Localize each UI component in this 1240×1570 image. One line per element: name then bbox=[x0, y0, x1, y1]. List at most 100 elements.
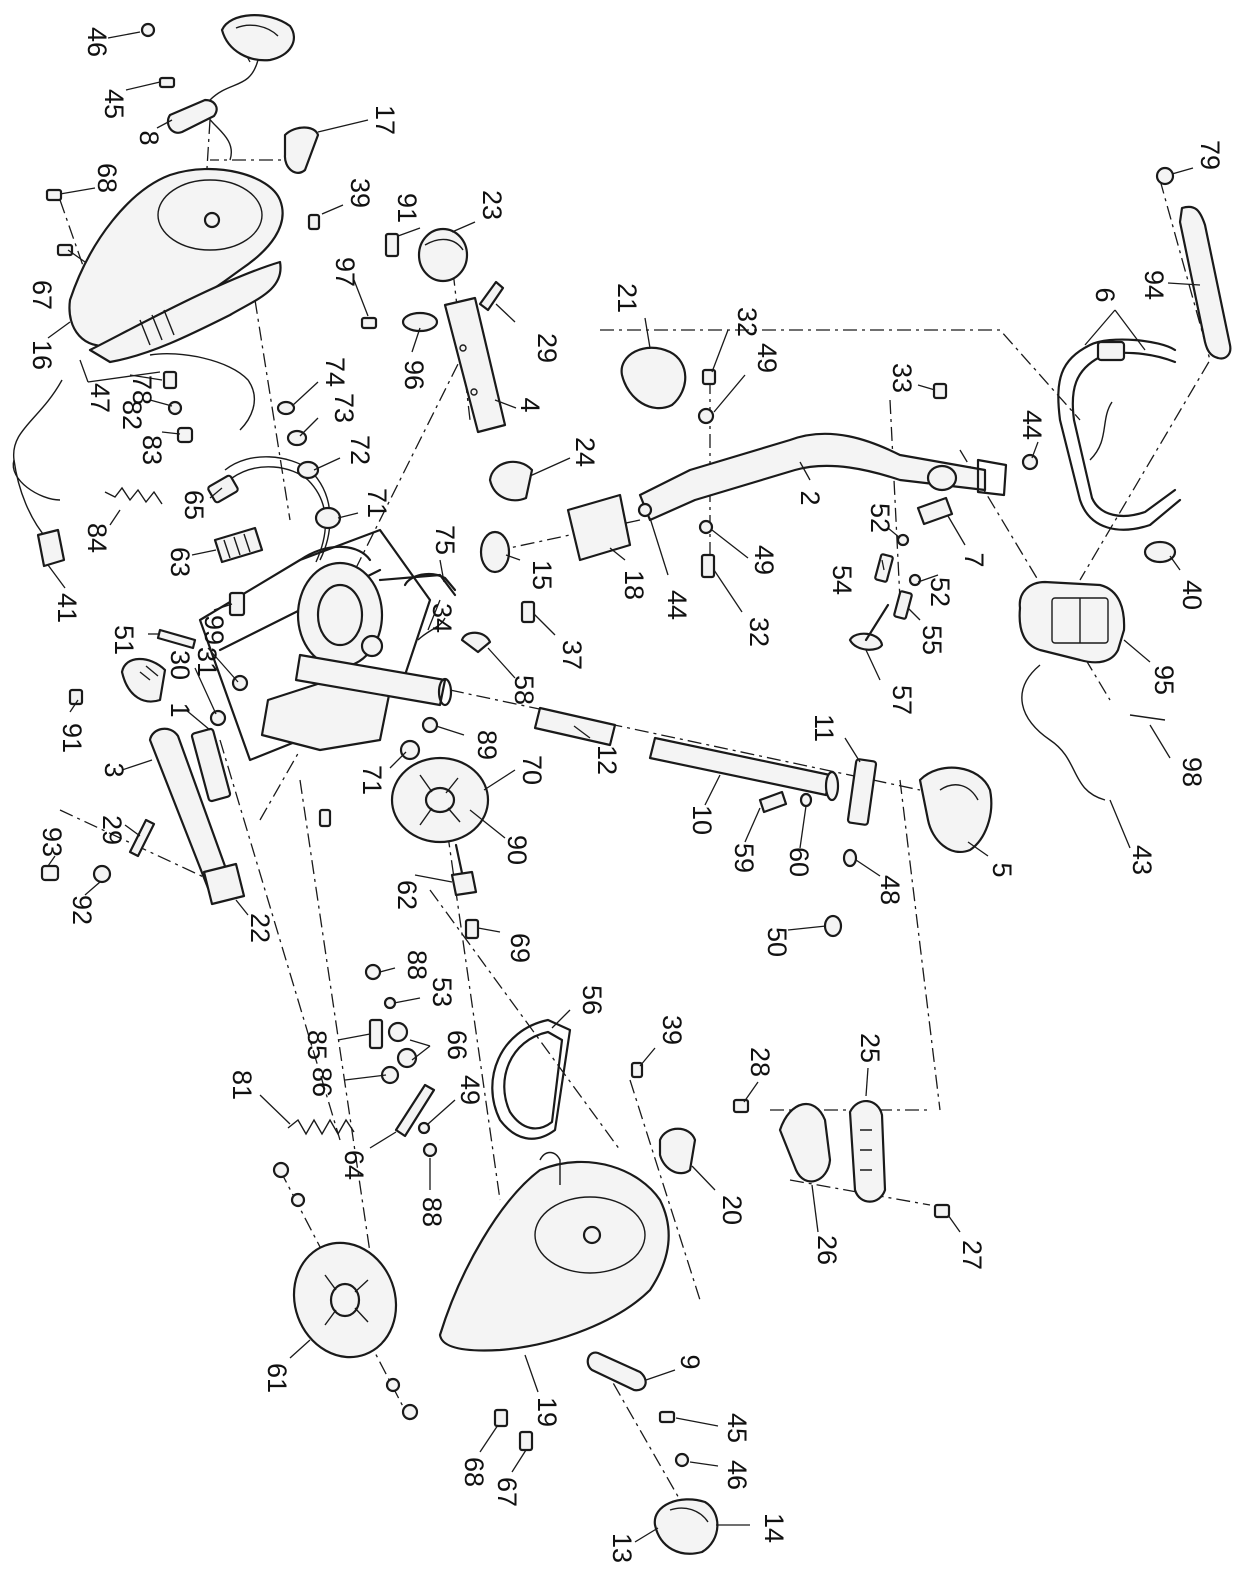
screw-33 bbox=[932, 382, 948, 400]
bearing-71-top bbox=[314, 506, 342, 530]
callout-52-lower: 52 bbox=[925, 577, 955, 607]
callout-11: 11 bbox=[809, 714, 839, 742]
callout-16: 16 bbox=[27, 340, 57, 370]
nut-50 bbox=[823, 914, 843, 938]
callout-21: 21 bbox=[612, 283, 642, 313]
end-cap-24 bbox=[488, 460, 534, 502]
callout-54: 54 bbox=[827, 565, 857, 595]
callout-49-lower: 49 bbox=[455, 1075, 485, 1105]
washers-61-stack bbox=[272, 1161, 419, 1421]
washer-49-lower bbox=[417, 1121, 431, 1135]
callout-14: 14 bbox=[759, 1513, 789, 1543]
nut-88-top bbox=[364, 963, 382, 981]
upper-handlebar-6 bbox=[1057, 338, 1182, 531]
callout-78: 78 bbox=[127, 375, 157, 405]
callout-67-top: 67 bbox=[27, 280, 57, 310]
callout-39-top: 39 bbox=[345, 178, 375, 208]
callout-19: 19 bbox=[532, 1397, 562, 1427]
callout-46-lower: 46 bbox=[722, 1460, 752, 1490]
callout-93: 93 bbox=[37, 827, 67, 857]
seat-slide-10 bbox=[648, 736, 840, 802]
front-stabilizer-3 bbox=[148, 727, 246, 906]
callout-85: 85 bbox=[302, 1030, 332, 1060]
callout-26: 26 bbox=[812, 1235, 842, 1265]
callout-55: 55 bbox=[917, 625, 947, 655]
callout-43: 43 bbox=[1127, 845, 1157, 875]
callout-91-left: 91 bbox=[57, 723, 87, 753]
pedal-strap-26 bbox=[778, 1102, 832, 1183]
clip-34 bbox=[417, 617, 446, 641]
grommet-40 bbox=[1143, 540, 1177, 564]
callout-24: 24 bbox=[570, 437, 600, 467]
seat-knob-23 bbox=[417, 227, 469, 283]
main-frame-1 bbox=[190, 528, 457, 803]
callout-86: 86 bbox=[307, 1067, 337, 1097]
washer-71-lower bbox=[399, 739, 421, 761]
bolt-29-top bbox=[478, 280, 505, 312]
washer-72 bbox=[296, 460, 320, 480]
nut-46-lower bbox=[674, 1452, 690, 1468]
callout-23: 23 bbox=[477, 190, 507, 220]
callout-5: 5 bbox=[987, 862, 1017, 877]
drive-belt-56 bbox=[491, 1018, 572, 1140]
bolt-44-top bbox=[1021, 453, 1039, 471]
callout-63: 63 bbox=[165, 547, 195, 577]
bolt-46-top bbox=[140, 22, 156, 38]
shroud-18 bbox=[566, 493, 632, 562]
callout-25: 25 bbox=[855, 1033, 885, 1063]
callout-34: 34 bbox=[427, 603, 457, 633]
handle-cap-21 bbox=[620, 346, 687, 410]
callout-18: 18 bbox=[619, 570, 649, 600]
callout-47: 47 bbox=[85, 383, 115, 413]
screw-27 bbox=[933, 1203, 951, 1219]
seat-5 bbox=[918, 766, 993, 853]
spring-84 bbox=[104, 486, 163, 505]
callout-79: 79 bbox=[1195, 140, 1225, 170]
screw-68-lower bbox=[493, 1408, 509, 1428]
cover-clip-17 bbox=[283, 126, 320, 174]
pin-91-top bbox=[384, 232, 400, 258]
callout-22: 22 bbox=[245, 913, 275, 943]
callout-30: 30 bbox=[165, 650, 195, 680]
washer-49-mid bbox=[698, 519, 714, 535]
spindle-62 bbox=[450, 843, 478, 897]
callout-10: 10 bbox=[687, 805, 717, 835]
callout-44-top: 44 bbox=[1017, 410, 1047, 440]
callout-53: 53 bbox=[427, 977, 457, 1007]
end-cap-79 bbox=[1155, 166, 1175, 186]
callout-52-top: 52 bbox=[865, 503, 895, 533]
callout-70: 70 bbox=[517, 755, 547, 785]
washer-48 bbox=[842, 848, 858, 868]
callout-9: 9 bbox=[675, 1354, 705, 1369]
callout-1: 1 bbox=[165, 702, 195, 717]
bushing-15 bbox=[479, 530, 511, 574]
callout-71-top: 71 bbox=[362, 488, 392, 518]
nut-92 bbox=[92, 864, 112, 884]
callout-68-lower: 68 bbox=[459, 1457, 489, 1487]
callout-labels: 46 45 8 17 68 39 91 23 79 67 97 29 21 32… bbox=[27, 27, 1225, 1563]
screw-69 bbox=[464, 918, 480, 940]
callout-45-lower: 45 bbox=[722, 1413, 752, 1443]
callout-12: 12 bbox=[592, 745, 622, 775]
callout-65: 65 bbox=[179, 490, 209, 520]
callout-88-lower: 88 bbox=[417, 1197, 447, 1227]
callout-97: 97 bbox=[330, 257, 360, 287]
sensor-wire-98 bbox=[1129, 714, 1166, 721]
seat-post-4 bbox=[443, 296, 507, 434]
callout-66: 66 bbox=[442, 1030, 472, 1060]
callout-48: 48 bbox=[875, 875, 905, 905]
screw-93 bbox=[40, 864, 60, 882]
console-cable-43 bbox=[1021, 664, 1106, 801]
callout-29-left: 29 bbox=[97, 815, 127, 845]
callout-94: 94 bbox=[1139, 270, 1169, 300]
bolt-45-top bbox=[158, 76, 176, 89]
left-pedal-part-14 bbox=[220, 14, 295, 62]
callout-61: 61 bbox=[262, 1363, 292, 1393]
callout-92: 92 bbox=[67, 895, 97, 925]
callout-37: 37 bbox=[557, 640, 587, 670]
leader-lines bbox=[47, 31, 1201, 1543]
callout-91-top: 91 bbox=[392, 193, 422, 223]
callout-72: 72 bbox=[345, 435, 375, 465]
callout-90: 90 bbox=[502, 835, 532, 865]
